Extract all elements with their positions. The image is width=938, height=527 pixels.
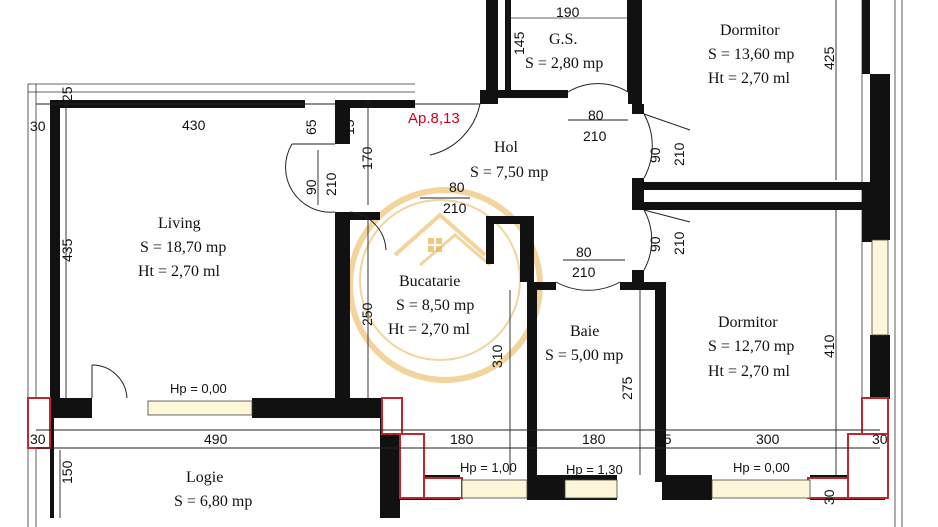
room-living-area: S = 18,70 mp — [140, 239, 226, 256]
room-baie-area: S = 5,00 mp — [545, 347, 623, 364]
dim-90c: 90 — [647, 236, 663, 252]
room-hol: Hol S = 7,50 mp — [470, 139, 548, 181]
dim-180a: 180 — [450, 431, 474, 447]
room-gs-area: S = 2,80 mp — [525, 55, 603, 72]
window-height-logie-c: Hp = 0,00 — [733, 460, 790, 475]
dim-310: 310 — [489, 344, 505, 368]
dim-30c: 30 — [383, 431, 399, 447]
dim-30a: 30 — [30, 118, 46, 134]
dim-210f: 210 — [572, 264, 596, 280]
room-gs-name: G.S. — [549, 31, 577, 48]
dim-170: 170 — [359, 146, 375, 170]
dimension-labels-vertical: 145 425 25 65 15 90 210 170 90 210 435 9… — [59, 31, 837, 505]
room-bucatarie-area: S = 8,50 mp — [396, 297, 474, 314]
dim-25: 25 — [59, 86, 75, 102]
dim-210a: 210 — [583, 128, 607, 144]
window-height-logie-b: Hp = 1,30 — [566, 462, 623, 477]
dim-180b: 180 — [582, 431, 606, 447]
dim-90a: 90 — [303, 179, 319, 195]
dim-30b: 30 — [30, 431, 46, 447]
dim-190: 190 — [556, 4, 580, 20]
dim-435: 435 — [59, 238, 75, 262]
apartment-label: Ap.8,13 — [408, 110, 460, 127]
room-dormitor-2: Dormitor S = 12,70 mp Ht = 2,70 ml — [708, 314, 794, 380]
dim-210d: 210 — [443, 200, 467, 216]
dim-30d: 30 — [872, 431, 888, 447]
room-bucatarie-height: Ht = 2,70 ml — [388, 321, 470, 338]
dim-145: 145 — [511, 31, 527, 55]
room-baie-name: Baie — [570, 323, 599, 340]
room-dormitor-2-area: S = 12,70 mp — [708, 338, 794, 355]
dim-80b: 80 — [449, 179, 465, 195]
dim-490: 490 — [204, 431, 228, 447]
room-hol-name: Hol — [494, 139, 519, 156]
dim-430: 430 — [182, 117, 206, 133]
window-height-living: Hp = 0,00 — [170, 381, 227, 396]
dim-80c: 80 — [576, 244, 592, 260]
room-logie: Logie S = 6,80 mp — [174, 469, 252, 510]
room-dormitor-1-name: Dormitor — [720, 22, 780, 39]
dim-300: 300 — [756, 431, 780, 447]
dim-250: 250 — [359, 302, 375, 326]
doors — [91, 83, 691, 399]
dim-90b: 90 — [647, 147, 663, 163]
dim-15: 15 — [341, 119, 357, 135]
room-logie-name: Logie — [186, 469, 223, 486]
dim-210b: 210 — [323, 172, 339, 196]
room-hol-area: S = 7,50 mp — [470, 164, 548, 181]
room-bucatarie: Bucatarie S = 8,50 mp Ht = 2,70 ml — [388, 273, 474, 338]
room-dormitor-2-name: Dormitor — [718, 314, 778, 331]
room-dormitor-1-area: S = 13,60 mp — [708, 46, 794, 63]
dim-80a: 80 — [588, 107, 604, 123]
walls — [50, 0, 890, 518]
dim-425: 425 — [821, 46, 837, 70]
window-height-logie-a: Hp = 1,00 — [460, 460, 517, 475]
room-dormitor-1-height: Ht = 2,70 ml — [708, 70, 790, 87]
dimension-labels: 190 430 30 80 210 80 210 80 210 490 30 3… — [30, 4, 888, 447]
room-gs: G.S. S = 2,80 mp — [525, 31, 603, 72]
room-logie-area: S = 6,80 mp — [174, 493, 252, 510]
room-bucatarie-name: Bucatarie — [399, 273, 460, 290]
dim-210c: 210 — [671, 142, 687, 166]
room-living: Living S = 18,70 mp Ht = 2,70 ml — [138, 215, 226, 280]
room-dormitor-1: Dormitor S = 13,60 mp Ht = 2,70 ml — [708, 22, 794, 87]
dim-150: 150 — [59, 460, 75, 484]
dim-210e: 210 — [671, 231, 687, 255]
dim-15b: 15 — [656, 431, 672, 447]
dim-65: 65 — [303, 119, 319, 135]
windows — [147, 239, 889, 499]
dim-30e: 30 — [821, 489, 837, 505]
dim-410: 410 — [821, 334, 837, 358]
room-living-height: Ht = 2,70 ml — [138, 263, 220, 280]
room-baie: Baie S = 5,00 mp — [545, 323, 623, 364]
dim-275: 275 — [619, 376, 635, 400]
room-living-name: Living — [158, 215, 201, 232]
room-dormitor-2-height: Ht = 2,70 ml — [708, 363, 790, 380]
dimension-lines — [36, 0, 880, 518]
